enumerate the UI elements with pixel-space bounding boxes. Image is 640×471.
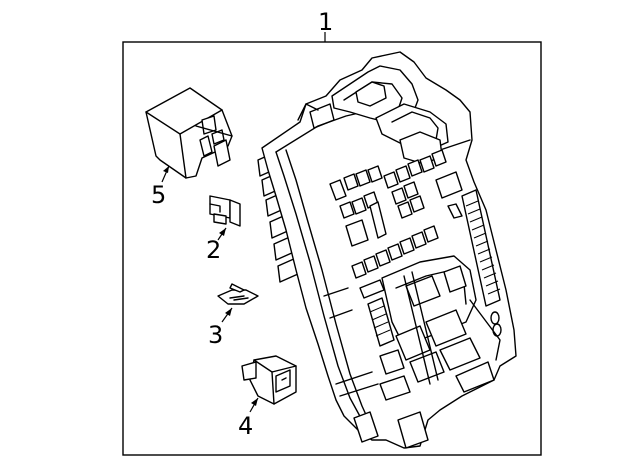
relay-large — [145, 87, 233, 179]
fuse-box-assembly — [257, 51, 517, 449]
callout-1-label: 1 — [318, 8, 333, 36]
callout-4-label: 4 — [238, 412, 253, 440]
lower-connector-block — [367, 255, 501, 401]
relay-small — [241, 355, 297, 405]
callout-5-arrowhead — [163, 166, 169, 173]
callout-2-label: 2 — [206, 236, 221, 264]
fuse-box-bottom-feet — [323, 287, 429, 449]
callout-3-arrowhead — [225, 308, 232, 316]
callout-5-label: 5 — [151, 181, 166, 209]
callout-2-arrowhead — [219, 228, 226, 236]
callout-4-arrowhead — [251, 398, 258, 406]
diagram-frame — [122, 41, 542, 456]
middle-fuse-row — [351, 225, 439, 299]
callout-3-label: 3 — [208, 321, 223, 349]
fuse-maxi — [209, 195, 241, 227]
upper-fuse-array — [329, 149, 463, 247]
top-connector-housing — [297, 65, 449, 165]
fuse-mini — [217, 283, 259, 305]
